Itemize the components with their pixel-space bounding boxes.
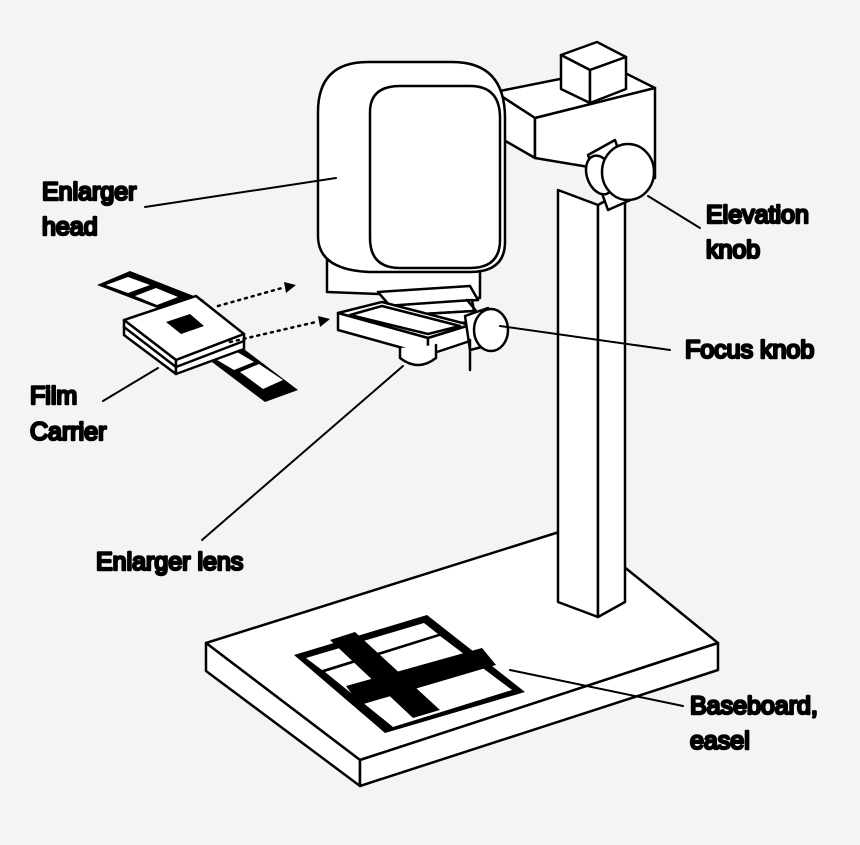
label-enlarger-lens: Enlarger lens [96, 548, 243, 576]
column [556, 188, 627, 619]
leader-lines [102, 177, 701, 707]
insert-arrows [216, 282, 330, 344]
elevation-knob [584, 138, 656, 212]
column-top-cap [559, 40, 628, 105]
lens [398, 343, 438, 367]
label-enlarger-head-line1: Enlarger [42, 178, 137, 206]
label-elevation-knob-line1: Elevation [706, 201, 809, 229]
label-film-carrier-line2: Carrier [30, 418, 106, 446]
lens-board [336, 300, 472, 357]
label-baseboard-line2: easel [690, 727, 750, 755]
label-baseboard-line1: Baseboard, [690, 692, 818, 720]
easel [294, 615, 525, 733]
film-carrier [97, 271, 298, 402]
label-focus-knob: Focus knob [685, 336, 814, 364]
focus-knob [463, 298, 510, 372]
label-enlarger-head-line2: head [42, 213, 98, 241]
enlarger-head [316, 60, 507, 300]
label-elevation-knob-line2: knob [706, 236, 760, 264]
label-film-carrier-line1: Film [30, 382, 77, 410]
